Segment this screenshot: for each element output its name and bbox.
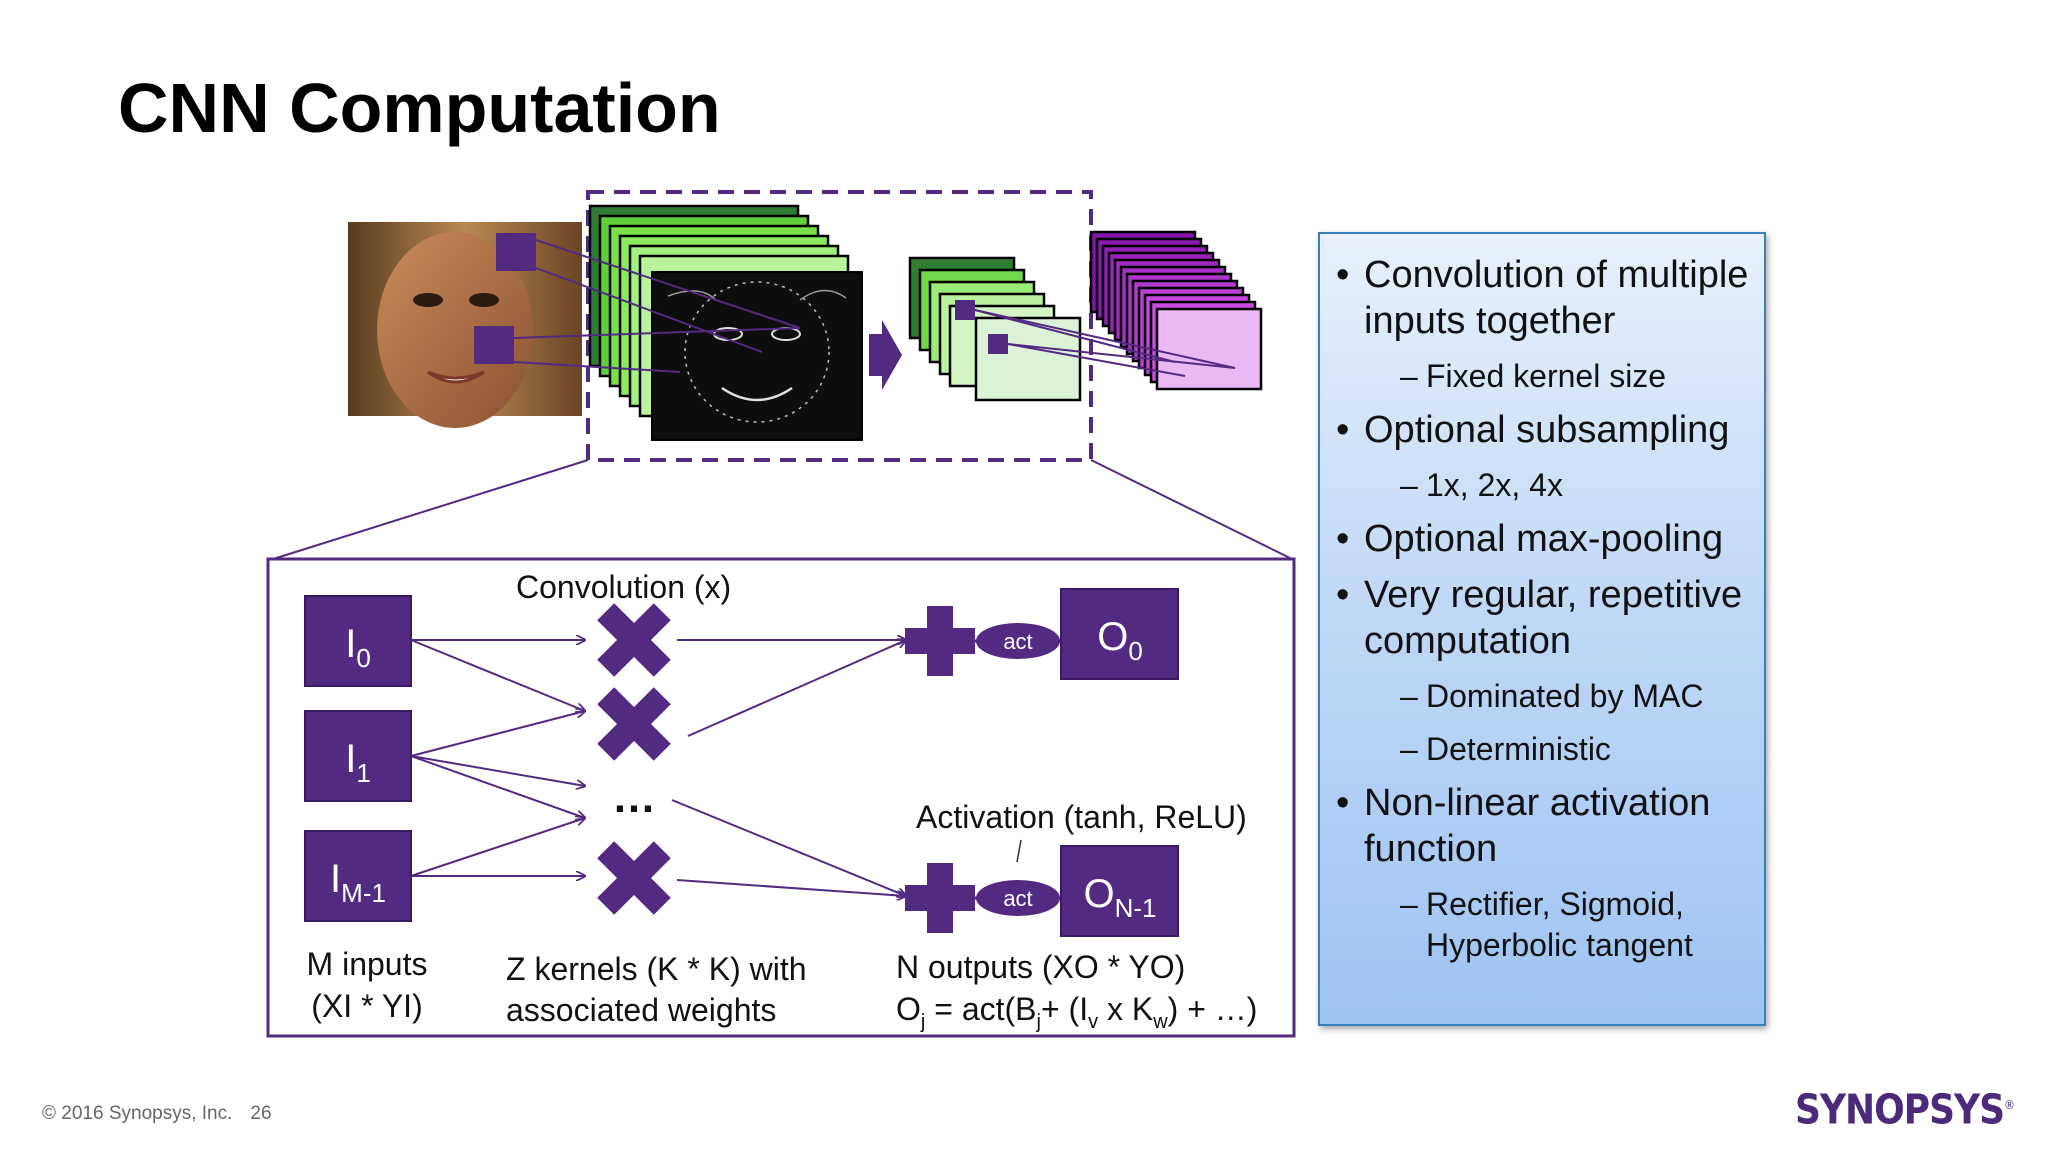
bullet-item: • Very regular, repetitive computation <box>1334 572 1754 664</box>
multiply-icon <box>597 603 671 677</box>
face-photo <box>348 222 582 428</box>
caption-inputs-line1: M inputs <box>307 946 428 982</box>
activation-label: Activation (tanh, ReLU) <box>916 799 1247 835</box>
flow-arrow <box>869 320 902 390</box>
multiply-operators <box>597 603 671 915</box>
multiply-icon <box>597 687 671 761</box>
caption-inputs-line2: (XI * YI) <box>311 988 422 1024</box>
bullet-dash-icon: – <box>1400 678 1418 714</box>
kernel-to-sum-arrows <box>671 640 906 896</box>
pooled-patch-top <box>955 300 975 320</box>
bullet-dash-icon: – <box>1400 731 1418 767</box>
bullet-dash-icon: – <box>1400 358 1418 394</box>
bullet-dash-icon: – <box>1400 886 1418 922</box>
act-pill-n-1 <box>976 880 1060 916</box>
output-formula: Oj = act(Bj+ (Iv x Kw) + …) <box>896 991 1257 1033</box>
input-label-1: I1 <box>345 737 371 788</box>
act-pill-0 <box>976 623 1060 659</box>
bullet-dot-icon: • <box>1336 782 1350 824</box>
bullet-dot-icon: • <box>1336 254 1350 296</box>
sum-operator-n-1 <box>905 863 975 933</box>
connection-lines <box>269 239 1295 561</box>
kernel-patch-bottom <box>474 326 514 364</box>
output-box-n-1 <box>1060 845 1179 937</box>
bullet-dot-icon: • <box>1336 574 1350 616</box>
output-label-n-1: ON-1 <box>1083 872 1156 923</box>
bullet-text: Dominated by MAC <box>1426 678 1704 714</box>
footer: © 2016 Synopsys, Inc. 26 <box>42 1103 272 1125</box>
sub-bullet-item: –Fixed kernel size <box>1334 356 1754 397</box>
kernel-ellipsis: … <box>612 773 656 822</box>
caption-outputs-line1: N outputs (XO * YO) <box>896 949 1185 985</box>
caption-kernels-line1: Z kernels (K * K) with <box>506 951 807 987</box>
input-label-0: I0 <box>345 622 371 673</box>
output-feature-stack <box>1089 230 1263 391</box>
input-box-1 <box>304 710 412 802</box>
synopsys-logo: SYNOPSYS® <box>1794 1086 2015 1135</box>
input-to-kernel-arrows <box>410 640 585 876</box>
bullet-text: Non-linear activation function <box>1364 782 1711 870</box>
sub-bullet-item: –Deterministic <box>1334 729 1754 770</box>
kernel-patch-top <box>496 233 536 271</box>
output-box-0 <box>1060 588 1179 680</box>
bullet-text: Fixed kernel size <box>1426 358 1667 394</box>
copyright-text: © 2016 Synopsys, Inc. <box>42 1103 233 1124</box>
edge-map <box>651 271 863 441</box>
bullet-text: 1x, 2x, 4x <box>1426 467 1563 503</box>
logo-text: SYNOPSYS <box>1794 1086 2005 1135</box>
sub-bullet-item: –Rectifier, Sigmoid, Hyperbolic tangent <box>1334 884 1754 966</box>
activation-pointer <box>1016 839 1022 863</box>
input-box-m-1 <box>304 830 412 922</box>
bullet-text: Optional max-pooling <box>1364 518 1724 560</box>
act-label-0: act <box>1003 629 1032 654</box>
output-feature-map <box>1155 307 1263 391</box>
bullet-item: • Optional max-pooling <box>1334 516 1754 562</box>
bullet-text: Convolution of multiple inputs together <box>1364 254 1749 342</box>
input-label-m-1: IM-1 <box>330 857 386 908</box>
bullet-text: Deterministic <box>1426 731 1611 767</box>
pooled-stack <box>908 256 1082 402</box>
bullet-dash-icon: – <box>1400 467 1418 503</box>
cnn-diagram: I0 I1 IM-1 … act O0 act ON-1 <box>266 190 1296 1038</box>
bullet-dot-icon: • <box>1336 409 1350 451</box>
bullet-item: • Non-linear activation function <box>1334 780 1754 872</box>
caption-kernels-line2: associated weights <box>506 992 776 1028</box>
output-label-0: O0 <box>1097 615 1143 666</box>
convolution-label: Convolution (x) <box>516 569 731 605</box>
sub-bullet-item: –1x, 2x, 4x <box>1334 465 1754 506</box>
sum-operator-0 <box>905 606 975 676</box>
sub-bullet-item: –Dominated by MAC <box>1334 676 1754 717</box>
conv-layer-highlight <box>586 190 1093 462</box>
page-number: 26 <box>250 1103 272 1124</box>
bullet-text: Optional subsampling <box>1364 409 1730 451</box>
bullet-panel: • Convolution of multiple inputs together… <box>1318 232 1766 1026</box>
bullet-item: • Optional subsampling <box>1334 407 1754 453</box>
act-label-n-1: act <box>1003 886 1032 911</box>
bullet-item: • Convolution of multiple inputs together <box>1334 252 1754 344</box>
slide-title: CNN Computation <box>118 69 721 147</box>
multiply-icon <box>597 841 671 915</box>
bullet-text: Rectifier, Sigmoid, Hyperbolic tangent <box>1426 886 1693 963</box>
bullet-text: Very regular, repetitive computation <box>1364 574 1743 662</box>
pooled-patch-bottom <box>988 334 1008 354</box>
bullet-dot-icon: • <box>1336 518 1350 560</box>
